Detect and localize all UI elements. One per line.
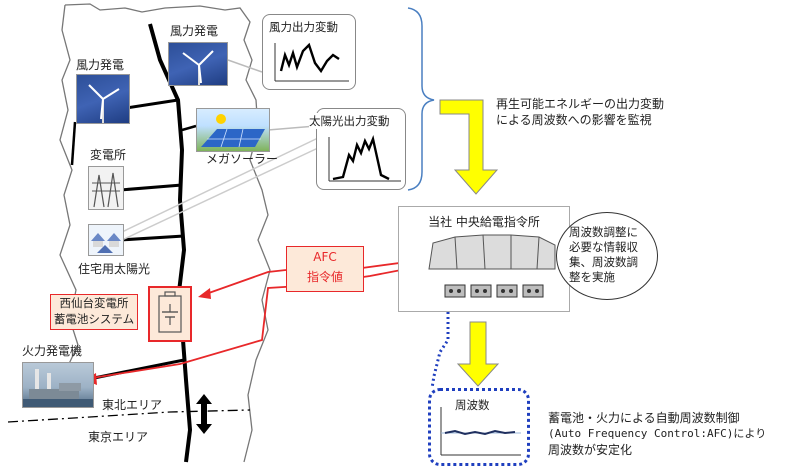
solar-panel-icon — [201, 114, 265, 148]
central-dispatch-box: 当社 中央給電指令所 — [398, 206, 570, 312]
dotted-center-link — [430, 302, 450, 389]
substation-photo — [88, 166, 124, 210]
frequency-callout-title: 周波数 — [455, 398, 490, 412]
mega-solar-label: メガソーラー — [206, 152, 279, 166]
coastline — [64, 3, 271, 463]
turbine-icon — [182, 50, 214, 85]
frequency-adjust-bubble: 周波数調整に 必要な情報収 集、周波数調 整を実施 — [556, 212, 658, 300]
wind-turbine-top-photo — [168, 42, 228, 86]
house-solar-icon — [91, 233, 121, 253]
afc-arrowhead-battery — [198, 288, 211, 299]
battery-system-box — [148, 286, 192, 342]
tohoku-area-label: 東北エリア — [102, 398, 163, 412]
area-boundary — [7, 409, 251, 423]
thermal-label: 火力発電機 — [22, 344, 83, 358]
afc-line-battery — [205, 269, 287, 295]
monitor-note-line2: による周波数への影響を監視 — [496, 113, 652, 127]
wind-turbine-left-photo — [76, 74, 130, 124]
wind-variation-graph — [274, 42, 349, 82]
afc-note-line3: 周波数が安定化 — [548, 443, 633, 457]
wind-variation-callout: 風力出力変動 — [262, 14, 356, 90]
bubble-line1: 周波数調整に — [569, 225, 638, 239]
bubble-line4: 整を実施 — [569, 270, 615, 284]
frequency-callout: 周波数 — [428, 388, 530, 466]
branch-residential — [119, 234, 185, 242]
monitor-note: 再生可能エネルギーの出力変動 による周波数への影響を監視 — [496, 96, 664, 128]
wind-top-label: 風力発電 — [170, 24, 219, 38]
central-dispatch-title: 当社 中央給電指令所 — [428, 215, 540, 229]
yellow-bent-arrow — [439, 99, 499, 195]
thermal-plant-photo — [22, 362, 94, 408]
bubble-line3: 集、周波数調 — [569, 255, 638, 269]
link-residential-callout-1 — [121, 137, 319, 233]
afc-note-line2: (Auto Frequency Control:AFC)により — [548, 427, 767, 440]
yellow-down-arrow — [456, 321, 500, 387]
branch-wind-left-down — [70, 121, 77, 166]
frequency-graph — [440, 407, 521, 456]
bubble-line2: 必要な情報収 — [569, 240, 638, 254]
afc-note: 蓄電池・火力による自動周波数制御 (Auto Frequency Control… — [548, 410, 766, 458]
substation-label: 変電所 — [90, 148, 127, 162]
nishisendai-label-line1: 西仙台変電所 — [59, 296, 129, 310]
tokyo-area-label: 東京エリア — [88, 430, 149, 444]
transmission-line — [148, 23, 193, 463]
thermal-plant-icon — [23, 369, 93, 407]
afc-line-thermal — [91, 265, 423, 379]
solar-variation-callout: 太陽光出力変動 — [309, 108, 406, 190]
branch-megasolar — [181, 124, 197, 132]
wind-variation-title: 風力出力変動 — [269, 20, 338, 34]
afc-command-line1: AFC — [313, 250, 337, 264]
link-wind-callout — [227, 59, 263, 73]
branch-substation — [119, 183, 183, 192]
monitor-note-line1: 再生可能エネルギーの出力変動 — [496, 97, 665, 111]
afc-note-line1: 蓄電池・火力による自動周波数制御 — [548, 411, 740, 425]
afc-command-box: AFC 指令値 — [286, 246, 364, 292]
wind-left-label: 風力発電 — [76, 58, 125, 72]
residential-solar-label: 住宅用太陽光 — [78, 262, 151, 276]
nishisendai-label-line2: 蓄電池システム — [53, 312, 135, 326]
substation-icon — [92, 172, 120, 208]
link-megasolar-callout — [267, 125, 317, 131]
battery-icon — [158, 291, 182, 333]
solar-variation-title: 太陽光出力変動 — [309, 113, 390, 129]
mega-solar-photo — [196, 108, 270, 152]
nishisendai-label-box: 西仙台変電所 蓄電池システム — [50, 294, 138, 330]
control-room-illustration — [428, 234, 556, 298]
solar-variation-graph — [328, 134, 401, 182]
residential-solar-photo — [88, 224, 124, 256]
turbine-icon — [88, 84, 120, 123]
link-residential-callout-2 — [121, 147, 319, 241]
afc-command-line2: 指令値 — [306, 270, 343, 284]
monitor-brace — [407, 7, 435, 191]
area-double-arrow — [196, 394, 212, 434]
